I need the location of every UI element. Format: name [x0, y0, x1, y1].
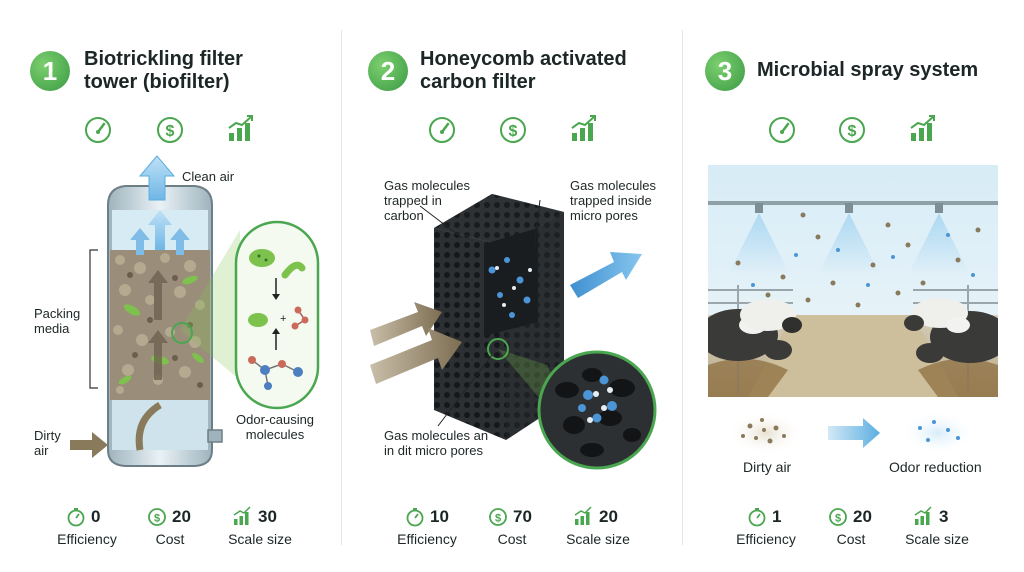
carbon-filter-illustration — [370, 194, 657, 470]
dollar-icon: $ — [500, 117, 526, 143]
growth-chart-icon — [914, 506, 932, 525]
scale-size-label: Scale size — [905, 531, 969, 547]
step-number-3: 3 — [705, 51, 745, 91]
cost-label: Cost — [497, 531, 527, 547]
dollar-icon: $ — [148, 508, 166, 526]
efficiency-value: 10 — [430, 507, 449, 526]
svg-text:$: $ — [154, 513, 160, 525]
cost-value: 20 — [172, 507, 191, 526]
dollar-icon: $ — [829, 508, 847, 526]
panel-microbial-spray-system: 3 Microbial spray system $ — [683, 0, 1024, 572]
svg-text:$: $ — [509, 123, 518, 140]
dirty-air-label: Dirty air — [743, 459, 792, 475]
cost-value: 20 — [853, 507, 872, 526]
stopwatch-icon — [406, 508, 424, 527]
panel-title: Honeycomb activated carbon filter — [420, 48, 627, 93]
dirty-air-label: Dirty air — [34, 428, 61, 458]
dollar-icon: $ — [157, 117, 183, 143]
growth-chart-icon — [910, 115, 935, 141]
svg-text:$: $ — [495, 513, 501, 525]
scale-size-label: Scale size — [228, 531, 292, 547]
panel-biotrickling-filter: 1 Biotrickling filter tower (biofilter) … — [0, 0, 341, 572]
efficiency-value: 1 — [772, 507, 782, 526]
scale-size-value: 30 — [258, 507, 277, 526]
divider-1 — [341, 30, 342, 545]
svg-text:$: $ — [848, 123, 857, 140]
gauge-icon — [85, 117, 111, 143]
trapped-in-carbon-label: Gas molecules trapped in carbon — [384, 178, 470, 223]
gauge-icon — [769, 117, 795, 143]
step-number-2: 2 — [368, 51, 408, 91]
scale-size-value: 3 — [939, 507, 949, 526]
biofilter-tower-illustration: + — [70, 155, 320, 467]
panel-title: Biotrickling filter tower (biofilter) — [84, 48, 243, 93]
panel-honeycomb-carbon-filter: 2 Honeycomb activated carbon filter $ — [342, 0, 682, 572]
odor-reduction-label: Odor reduction — [889, 459, 982, 475]
svg-text:$: $ — [166, 123, 175, 140]
efficiency-label: Efficiency — [397, 531, 457, 547]
growth-chart-icon — [571, 115, 596, 141]
cost-label: Cost — [155, 531, 185, 547]
svg-text:+: + — [280, 313, 286, 325]
trapped-inside-pores-label: Gas molecules trapped inside micro pores — [570, 178, 656, 223]
dollar-icon: $ — [839, 117, 865, 143]
growth-chart-icon — [228, 115, 253, 141]
gauge-icon — [429, 117, 455, 143]
micro-pores-label: Gas molecules an in dit micro pores — [384, 428, 489, 458]
svg-text:$: $ — [835, 513, 841, 525]
panel-title: Microbial spray system — [757, 59, 979, 81]
efficiency-value: 0 — [91, 507, 101, 526]
dollar-icon: $ — [489, 508, 507, 526]
packing-media-label: Packing media — [34, 306, 81, 336]
stopwatch-icon — [67, 508, 85, 527]
growth-chart-icon — [233, 506, 251, 525]
growth-chart-icon — [574, 506, 592, 525]
efficiency-label: Efficiency — [736, 531, 796, 547]
scale-size-label: Scale size — [566, 531, 630, 547]
cost-label: Cost — [836, 531, 866, 547]
odor-molecules-label: Odor-causing molecules — [236, 412, 315, 442]
divider-2 — [682, 30, 683, 545]
barn-spray-scene — [708, 165, 998, 397]
stopwatch-icon — [748, 508, 766, 527]
clean-air-label: Clean air — [182, 169, 235, 184]
cost-value: 70 — [513, 507, 532, 526]
scale-size-value: 20 — [599, 507, 618, 526]
odor-reduction-illustration — [728, 411, 976, 455]
efficiency-label: Efficiency — [57, 531, 117, 547]
step-number-1: 1 — [30, 51, 70, 91]
